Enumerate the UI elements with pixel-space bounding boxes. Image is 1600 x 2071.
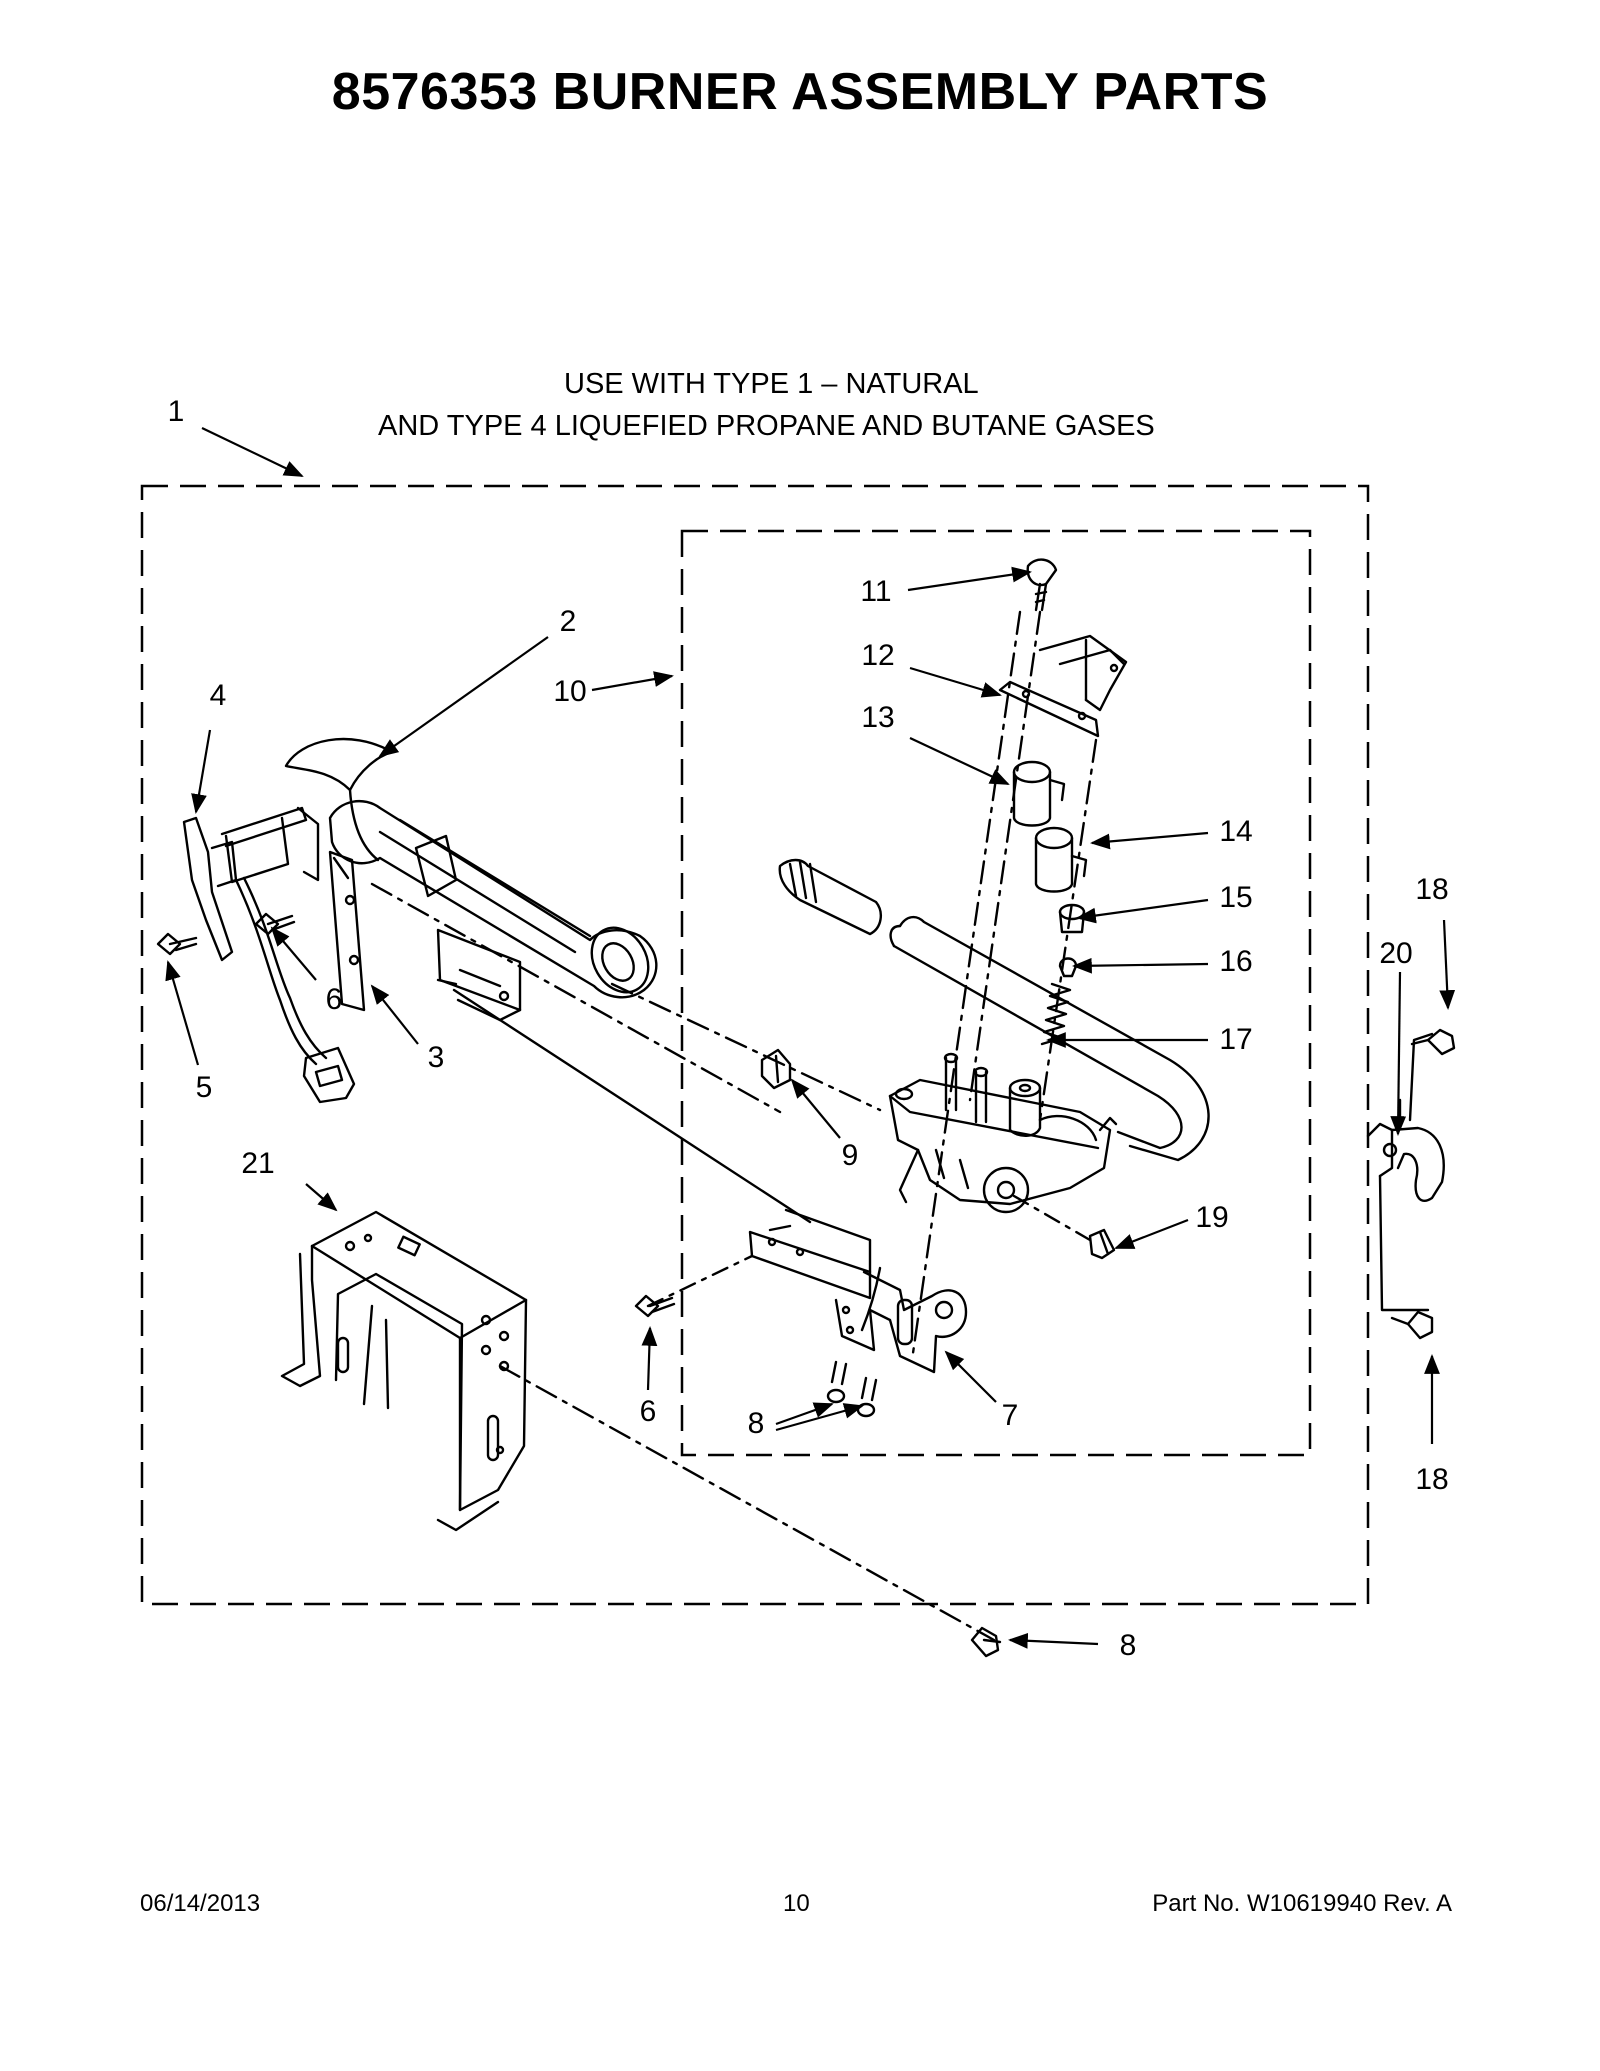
leader-12 (910, 668, 1002, 698)
callout-10: 10 (553, 675, 587, 708)
callout-7: 7 (1001, 1399, 1019, 1432)
part-plunger (1060, 959, 1076, 977)
leader-19 (1114, 1220, 1188, 1248)
leader-7 (944, 1350, 996, 1402)
callout-2: 2 (559, 605, 577, 638)
centerline-burner-to-valve (612, 984, 880, 1110)
page-title: 8576353 BURNER ASSEMBLY PARTS (331, 63, 1269, 121)
centerline-bracket-to-valve (372, 884, 780, 1112)
callout-18-upper: 18 (1415, 873, 1449, 906)
callout-14: 14 (1219, 815, 1253, 848)
callout-12: 12 (861, 639, 895, 672)
gas-type-note-line-1: USE WITH TYPE 1 – NATURAL (564, 368, 979, 400)
centerline-bracket-screw-8 (500, 1366, 994, 1640)
leader-21 (306, 1184, 338, 1212)
callout-4: 4 (209, 679, 227, 712)
centerline-valve-stack-2 (912, 612, 1020, 1360)
callout-6-left: 6 (325, 983, 343, 1016)
part-ignitor-wiring (236, 878, 354, 1102)
callout-21: 21 (241, 1147, 275, 1180)
leader-6a (270, 926, 316, 980)
leader-8a-1 (776, 1402, 834, 1424)
part-plunger-cap (1060, 905, 1084, 932)
leader-16 (1072, 957, 1208, 974)
leader-8b (1008, 1632, 1098, 1649)
leader-3 (370, 984, 418, 1044)
part-spring (1042, 984, 1070, 1044)
footer-date: 06/14/2013 (140, 1890, 261, 1917)
part-screw-18-upper (1412, 1030, 1454, 1054)
callout-5: 5 (195, 1071, 213, 1104)
part-valve-bracket (750, 1210, 966, 1372)
callout-15: 15 (1219, 881, 1253, 914)
callout-9: 9 (841, 1139, 859, 1172)
part-orifice (762, 1050, 790, 1088)
part-ignitor-bracket (184, 808, 318, 960)
part-tube-clamp (1368, 1034, 1444, 1310)
footer-part-number: Part No. W10619940 Rev. A (1152, 1890, 1452, 1917)
callout-13: 13 (861, 701, 895, 734)
leader-20 (1390, 972, 1407, 1136)
part-screw-8-lower (972, 1628, 1000, 1656)
footer-page-number: 10 (783, 1890, 810, 1917)
leader-8a-2 (776, 1403, 864, 1430)
centerline-plug (1014, 1196, 1090, 1240)
centerline-bracket-screw (648, 1256, 752, 1306)
part-flame-sensor-bracket (416, 836, 520, 1020)
part-upper-coil (1014, 762, 1064, 826)
part-lower-coil (1036, 828, 1086, 892)
callout-8-upper: 8 (747, 1407, 765, 1440)
leader-5 (165, 960, 198, 1065)
centerline-burner-bracket (454, 990, 810, 1222)
part-screws-8-upper (828, 1362, 876, 1416)
part-mounting-bracket (282, 1212, 526, 1530)
part-gas-valve-body (890, 1054, 1116, 1212)
leader-6b (641, 1326, 658, 1390)
leader-10 (592, 671, 674, 690)
callout-19: 19 (1195, 1201, 1229, 1234)
callout-1: 1 (167, 395, 185, 428)
part-screw-18-lower (1392, 1312, 1432, 1338)
centerline-valve-stack-1 (970, 612, 1040, 1100)
part-valve-screw (1028, 560, 1056, 610)
callout-8-lower: 8 (1119, 1629, 1137, 1662)
leader-13 (910, 738, 1010, 784)
gas-type-note-line-2: AND TYPE 4 LIQUEFIED PROPANE AND BUTANE … (378, 410, 1155, 442)
part-screw-6-right (636, 1296, 674, 1316)
callout-11: 11 (860, 575, 892, 608)
centerline-valve-stack-3 (1040, 740, 1096, 1120)
part-coil-bracket (1000, 636, 1126, 736)
assembly-boundary-outer (142, 486, 1368, 1604)
callout-17: 17 (1219, 1023, 1253, 1056)
part-gas-supply-tube (891, 917, 1209, 1160)
part-screw-5 (158, 934, 196, 954)
callout-3: 3 (427, 1041, 445, 1074)
parts-line-art (158, 560, 1454, 1656)
leader-2 (378, 637, 548, 758)
leader-arrows (165, 428, 1456, 1649)
leader-9 (790, 1078, 840, 1138)
callout-18-lower: 18 (1415, 1463, 1449, 1496)
leader-11 (908, 566, 1032, 590)
leader-15 (1076, 900, 1208, 924)
callout-20: 20 (1379, 937, 1413, 970)
leader-1 (202, 428, 304, 476)
part-coil-sleeve (780, 860, 881, 934)
callout-6-right: 6 (639, 1395, 657, 1428)
callout-16: 16 (1219, 945, 1253, 978)
part-inlet-plug (1090, 1230, 1114, 1258)
part-screw-6-left (256, 914, 294, 934)
leader-14 (1090, 833, 1208, 850)
leader-4 (191, 730, 210, 814)
leader-18a (1439, 920, 1456, 1010)
part-burner-tube (286, 739, 660, 1002)
assembly-boundary-valve (682, 531, 1310, 1455)
